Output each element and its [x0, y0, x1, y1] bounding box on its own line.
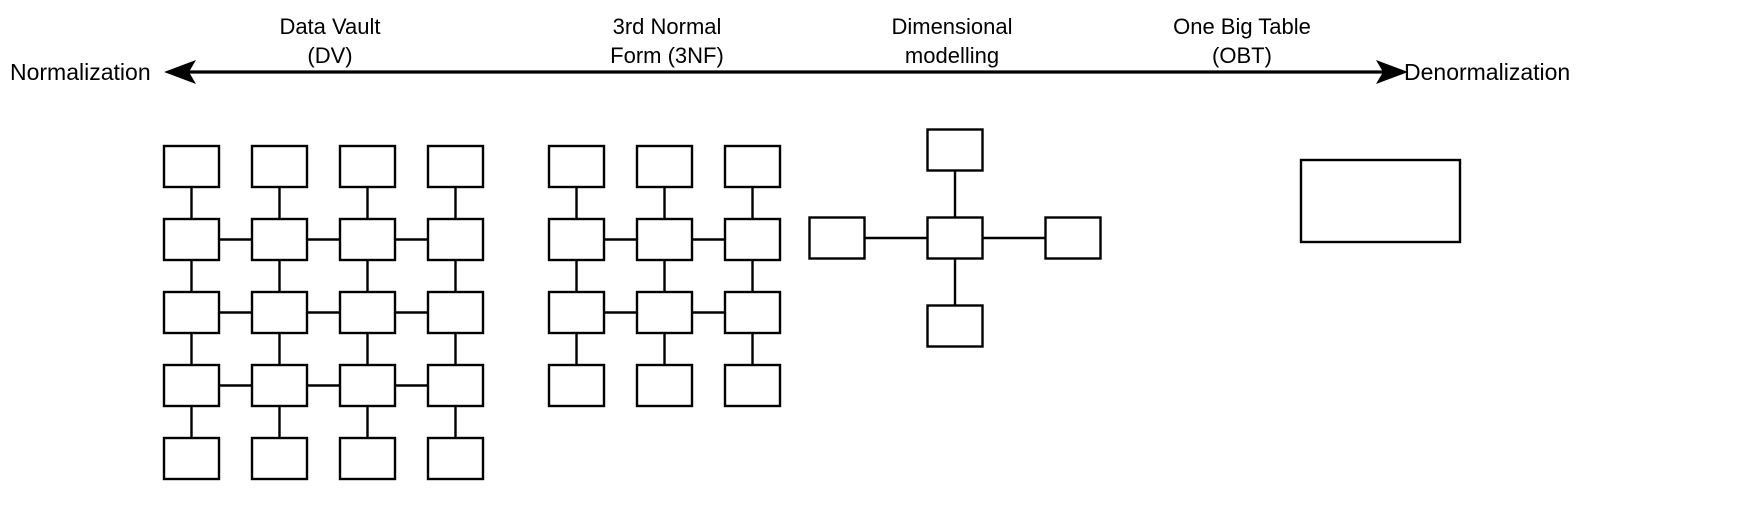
table-node — [547, 144, 606, 189]
stage-label-third-normal-form: 3rd Normal — [613, 14, 722, 39]
table-node — [162, 290, 221, 335]
stage-shape-dimensional-modelling — [808, 128, 1102, 348]
arrow-left-icon — [164, 60, 196, 84]
dimension-node — [1044, 216, 1102, 260]
axis-label-denormalization: Denormalization — [1404, 59, 1570, 85]
stage-label-dimensional-modelling: modelling — [905, 43, 999, 68]
table-node — [547, 290, 606, 335]
table-node — [426, 217, 485, 262]
stage-shape-third-normal-form — [547, 144, 782, 408]
fact-node — [926, 216, 984, 260]
table-node — [250, 217, 309, 262]
table-node — [426, 363, 485, 408]
table-node — [162, 217, 221, 262]
table-node — [635, 144, 694, 189]
table-node — [723, 217, 782, 262]
table-node — [723, 290, 782, 335]
table-node — [635, 217, 694, 262]
table-node — [426, 144, 485, 189]
stage-label-one-big-table: One Big Table — [1173, 14, 1311, 39]
table-node — [338, 363, 397, 408]
table-node — [162, 436, 221, 481]
axis-label-normalization: Normalization — [10, 59, 151, 85]
arrow-right-icon — [1376, 60, 1408, 84]
table-node — [338, 290, 397, 335]
table-node — [250, 436, 309, 481]
table-node — [250, 290, 309, 335]
stage-shape-one-big-table — [1299, 158, 1462, 244]
table-node — [635, 290, 694, 335]
table-node — [426, 436, 485, 481]
table-node — [635, 363, 694, 408]
table-node — [426, 290, 485, 335]
table-node — [162, 144, 221, 189]
stage-shapes-group — [162, 128, 1462, 481]
table-node — [250, 363, 309, 408]
stage-shape-data-vault — [162, 144, 485, 481]
table-node — [338, 217, 397, 262]
dimension-node — [808, 216, 866, 260]
table-node — [723, 363, 782, 408]
stage-label-dimensional-modelling: Dimensional — [891, 14, 1012, 39]
table-node — [162, 363, 221, 408]
table-node — [547, 363, 606, 408]
axis-group: Normalization Denormalization — [10, 59, 1570, 85]
stage-label-data-vault: (DV) — [307, 43, 352, 68]
dimension-node — [926, 128, 984, 172]
table-node — [723, 144, 782, 189]
table-node — [338, 436, 397, 481]
stage-label-one-big-table: (OBT) — [1212, 43, 1272, 68]
stage-label-data-vault: Data Vault — [279, 14, 380, 39]
table-node — [547, 217, 606, 262]
table-node — [250, 144, 309, 189]
table-node — [338, 144, 397, 189]
dimension-node — [926, 304, 984, 348]
stage-label-third-normal-form: Form (3NF) — [610, 43, 724, 68]
one-big-table-node — [1299, 158, 1462, 244]
